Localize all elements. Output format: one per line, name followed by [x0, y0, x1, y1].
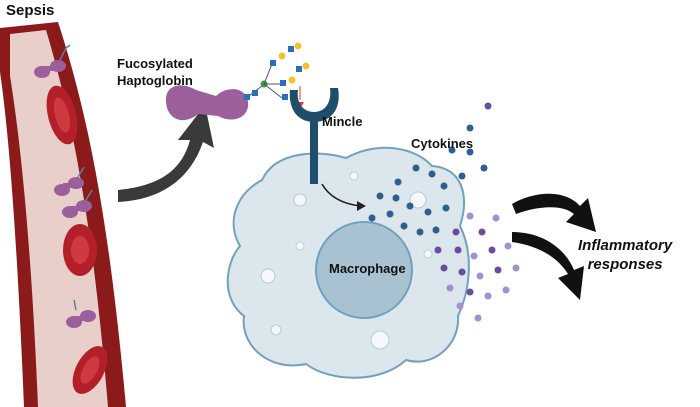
fucosylated-label-line1: Fucosylated: [117, 56, 193, 71]
haptoglobin-molecule: [66, 299, 96, 328]
mincle-label: Mincle: [322, 114, 363, 129]
inflammatory-arrows: [512, 193, 596, 300]
diagram-title: Sepsis: [6, 2, 55, 19]
vesicle: [409, 191, 427, 209]
vesicle: [293, 193, 307, 207]
vesicle: [270, 324, 282, 336]
transport-arrow: [118, 105, 214, 202]
vesicle: [370, 330, 390, 350]
fucosylated-haptoglobin: [166, 42, 310, 121]
fucosylated-haptoglobin-label: Fucosylated Haptoglobin: [117, 55, 193, 89]
inflammatory-label-line2: responses: [587, 256, 663, 273]
inflammatory-label-line1: Inflammatory: [578, 237, 673, 254]
vesicle: [260, 268, 276, 284]
vesicle: [423, 249, 433, 259]
fucosylated-label-line2: Haptoglobin: [117, 73, 193, 88]
mincle-receptor: [289, 88, 339, 184]
haptoglobin-molecule: [54, 166, 85, 196]
vesicle: [349, 171, 359, 181]
blood-vessel: [0, 22, 126, 407]
haptoglobin-molecule: [34, 44, 71, 78]
macrophage-nucleus: [315, 221, 413, 319]
haptoglobin-molecule: [62, 189, 93, 218]
vesicle: [295, 241, 305, 251]
red-blood-cell-center: [53, 97, 71, 133]
glycan-chain: [244, 42, 310, 109]
inflammatory-responses-label: Inflammatory responses: [578, 236, 672, 274]
red-blood-cell-center: [71, 236, 89, 264]
red-blood-cell-center: [80, 356, 100, 384]
cytokines-label: Cytokines: [411, 136, 474, 151]
cytokines: [368, 102, 520, 322]
macrophage-label: Macrophage: [329, 261, 406, 276]
signal-arrow: [321, 183, 366, 211]
